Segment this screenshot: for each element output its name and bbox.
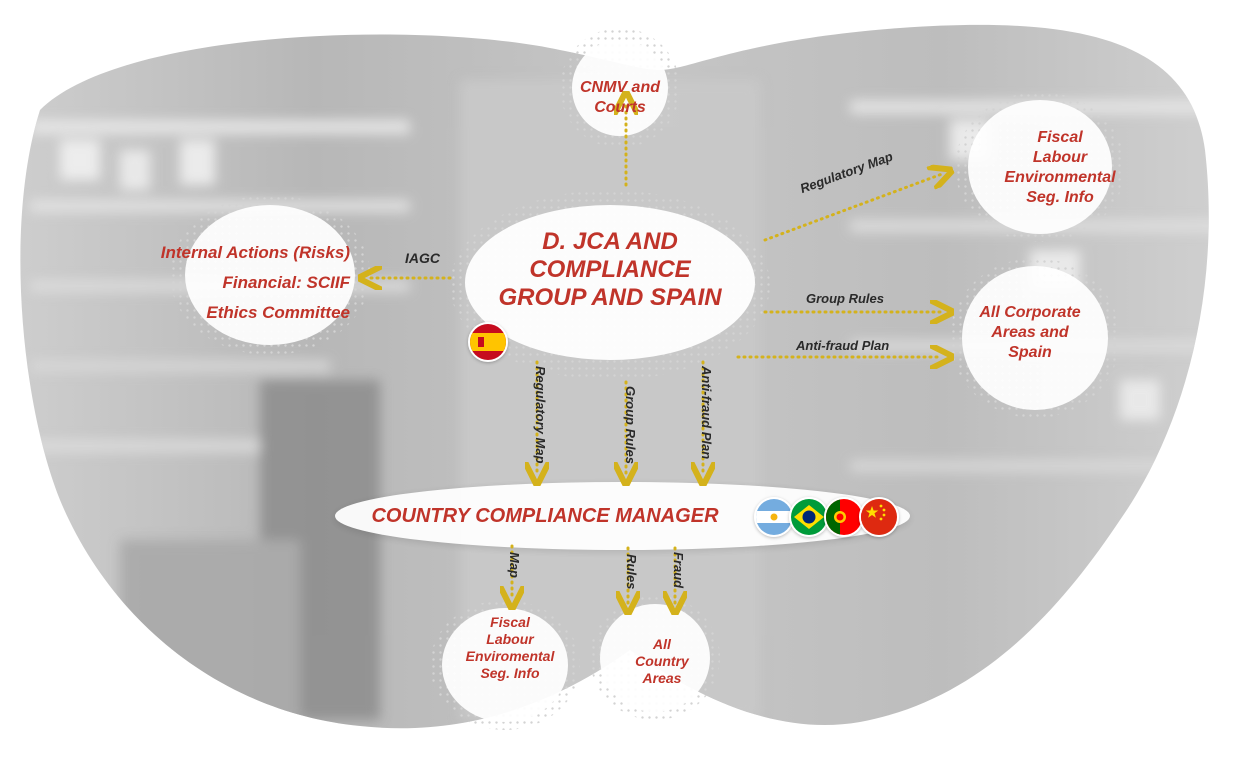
left-node-line-1: Internal Actions (Risks) xyxy=(160,243,350,262)
edge-label-group-rules-right: Group Rules xyxy=(806,291,885,306)
left-node-line-2: Financial: SCIIF xyxy=(222,273,350,292)
bottom-right-node-line-3: Areas xyxy=(642,670,682,686)
right-top-node-line-1: Fiscal xyxy=(1037,129,1083,146)
bottom-left-node-line-4: Seg. Info xyxy=(480,665,540,681)
right-bottom-node-line-1: All Corporate xyxy=(979,304,1081,321)
edge-label-fraud-down: Fraud xyxy=(671,552,686,589)
right-top-node-line-2: Labour xyxy=(1032,149,1088,166)
top-node-line-2: Courts xyxy=(594,99,646,116)
spain-flag-icon xyxy=(468,322,508,362)
bottom-right-node-disc xyxy=(600,604,710,712)
portugal-flag-icon xyxy=(824,497,864,537)
left-node-text: Internal Actions (Risks) Financial: SCII… xyxy=(130,238,350,328)
edge-label-iagc: IAGC xyxy=(405,250,440,266)
argentina-flag-icon xyxy=(754,497,794,537)
right-bottom-node-line-2: Areas and xyxy=(991,324,1069,341)
brazil-flag-icon xyxy=(789,497,829,537)
right-bottom-node-text: All Corporate Areas and Spain xyxy=(960,303,1100,363)
edge-label-rules-down: Rules xyxy=(624,554,639,590)
china-flag-icon xyxy=(859,497,899,537)
left-node-disc xyxy=(185,205,355,345)
bottom-left-node-line-3: Enviromental xyxy=(465,648,555,664)
bottom-left-node-line-2: Labour xyxy=(486,631,534,647)
bottom-left-node-text: Fiscal Labour Enviromental Seg. Info xyxy=(440,614,580,682)
edge-label-antifraud-right: Anti-fraud Plan xyxy=(796,338,890,353)
right-bottom-node-line-3: Spain xyxy=(1008,344,1052,361)
country-manager-label: COUNTRY COMPLIANCE MANAGER xyxy=(371,505,719,527)
bottom-right-node-line-2: Country xyxy=(635,653,689,669)
arrow-to-right-top xyxy=(763,174,942,242)
top-node-disc xyxy=(572,40,668,136)
right-top-node-text: Fiscal Labour Environmental Seg. Info xyxy=(980,128,1140,208)
right-top-node-line-3: Environmental xyxy=(1004,169,1116,186)
left-node-line-3: Ethics Committee xyxy=(206,303,350,322)
edge-label-regulatory-map-down: Regulatory Map xyxy=(533,366,548,464)
edge-label-group-rules-down: Group Rules xyxy=(623,386,638,465)
bottom-right-node-text: All Country Areas xyxy=(600,636,724,687)
center-title-line-2: COMPLIANCE xyxy=(529,256,691,283)
top-node-text: CNMV and Courts xyxy=(560,78,680,118)
center-node-disc xyxy=(465,205,755,360)
right-top-node-disc xyxy=(968,100,1112,234)
right-bottom-node-disc xyxy=(962,266,1108,410)
bottom-left-node-line-1: Fiscal xyxy=(490,614,530,630)
center-title-line-1: D. JCA AND xyxy=(542,228,678,255)
center-title-line-3: GROUP AND SPAIN xyxy=(498,284,722,311)
bottom-left-node-disc xyxy=(442,608,568,722)
right-top-node-line-4: Seg. Info xyxy=(1026,189,1094,206)
edge-label-antifraud-down: Anti-fraud Plan xyxy=(699,366,714,460)
edge-label-map-down: Map xyxy=(507,552,522,578)
bottom-right-node-line-1: All xyxy=(653,636,671,652)
top-node-line-1: CNMV and xyxy=(580,79,660,96)
center-title: D. JCA AND COMPLIANCE GROUP AND SPAIN xyxy=(470,228,750,312)
